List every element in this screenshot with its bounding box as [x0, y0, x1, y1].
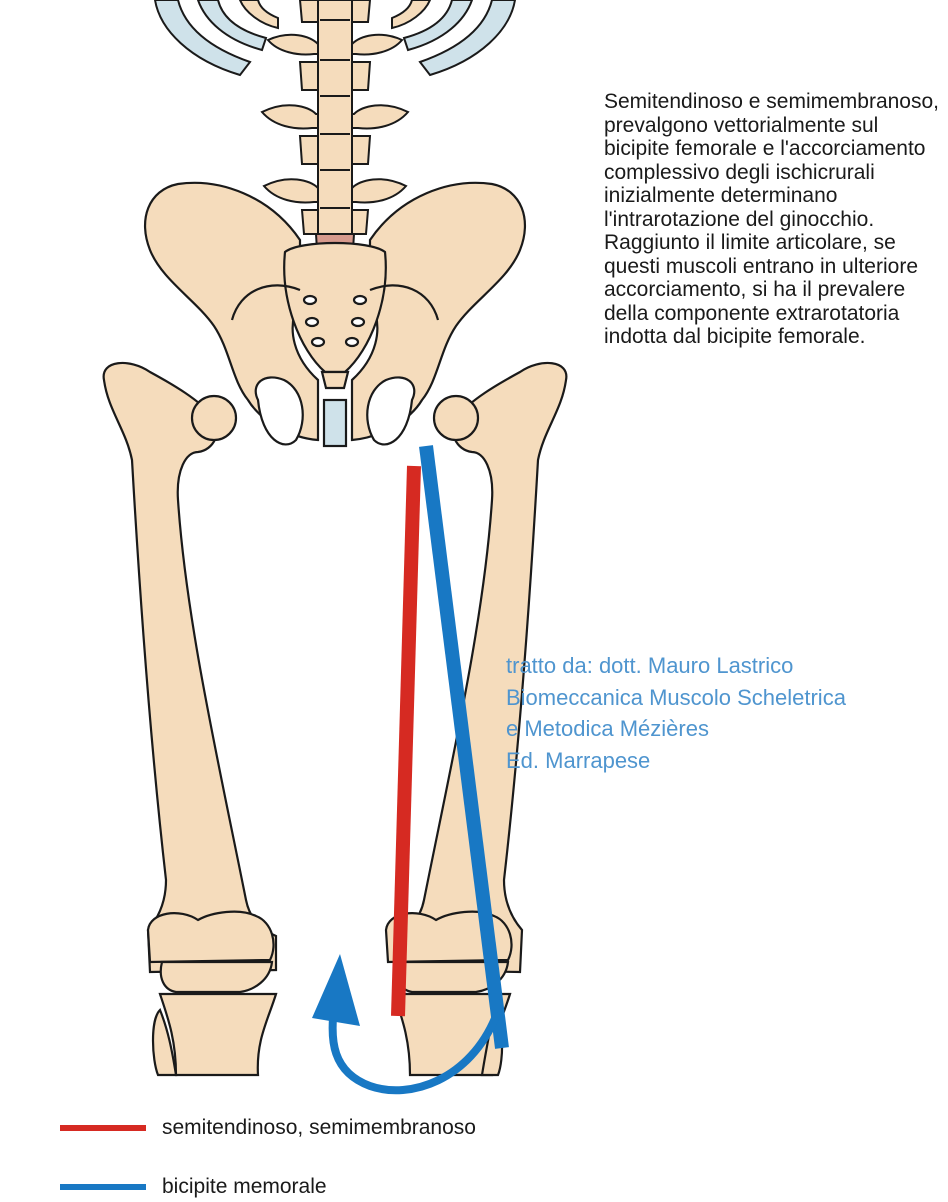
rotation-arrowhead — [312, 954, 360, 1026]
biceps-femoris-vector — [419, 445, 509, 1049]
legend-label: bicipite memorale — [162, 1175, 327, 1198]
ribcage — [153, 0, 517, 77]
semitendinosus-vector — [391, 465, 421, 1017]
legend-item-semitendinoso: semitendinoso, semimembranoso — [60, 1113, 476, 1143]
credit-line-2: Biomeccanica Muscolo Scheletrica — [506, 684, 846, 710]
description-text: Semitendinoso e semimembranoso, prevalgo… — [604, 90, 944, 349]
pelvis — [143, 181, 527, 448]
source-credit: tratto da: dott. Mauro Lastrico Biomecca… — [506, 650, 946, 776]
credit-line-4: Ed. Marrapese — [506, 747, 651, 773]
description-paragraph-2: Raggiunto il limite articolare, se quest… — [604, 231, 918, 348]
legend-swatch-blue — [60, 1184, 146, 1190]
legend-item-bicipite: bicipite memorale — [60, 1172, 327, 1202]
credit-line-3: e Metodica Mézières — [506, 716, 709, 741]
rotation-arrow — [328, 1004, 500, 1095]
legend-swatch-red — [60, 1125, 146, 1131]
legend-label: semitendinoso, semimembranoso — [162, 1116, 476, 1139]
description-paragraph-1: Semitendinoso e semimembranoso, prevalgo… — [604, 90, 939, 231]
credit-line-1: tratto da: dott. Mauro Lastrico — [506, 653, 794, 678]
femurs — [102, 361, 568, 974]
